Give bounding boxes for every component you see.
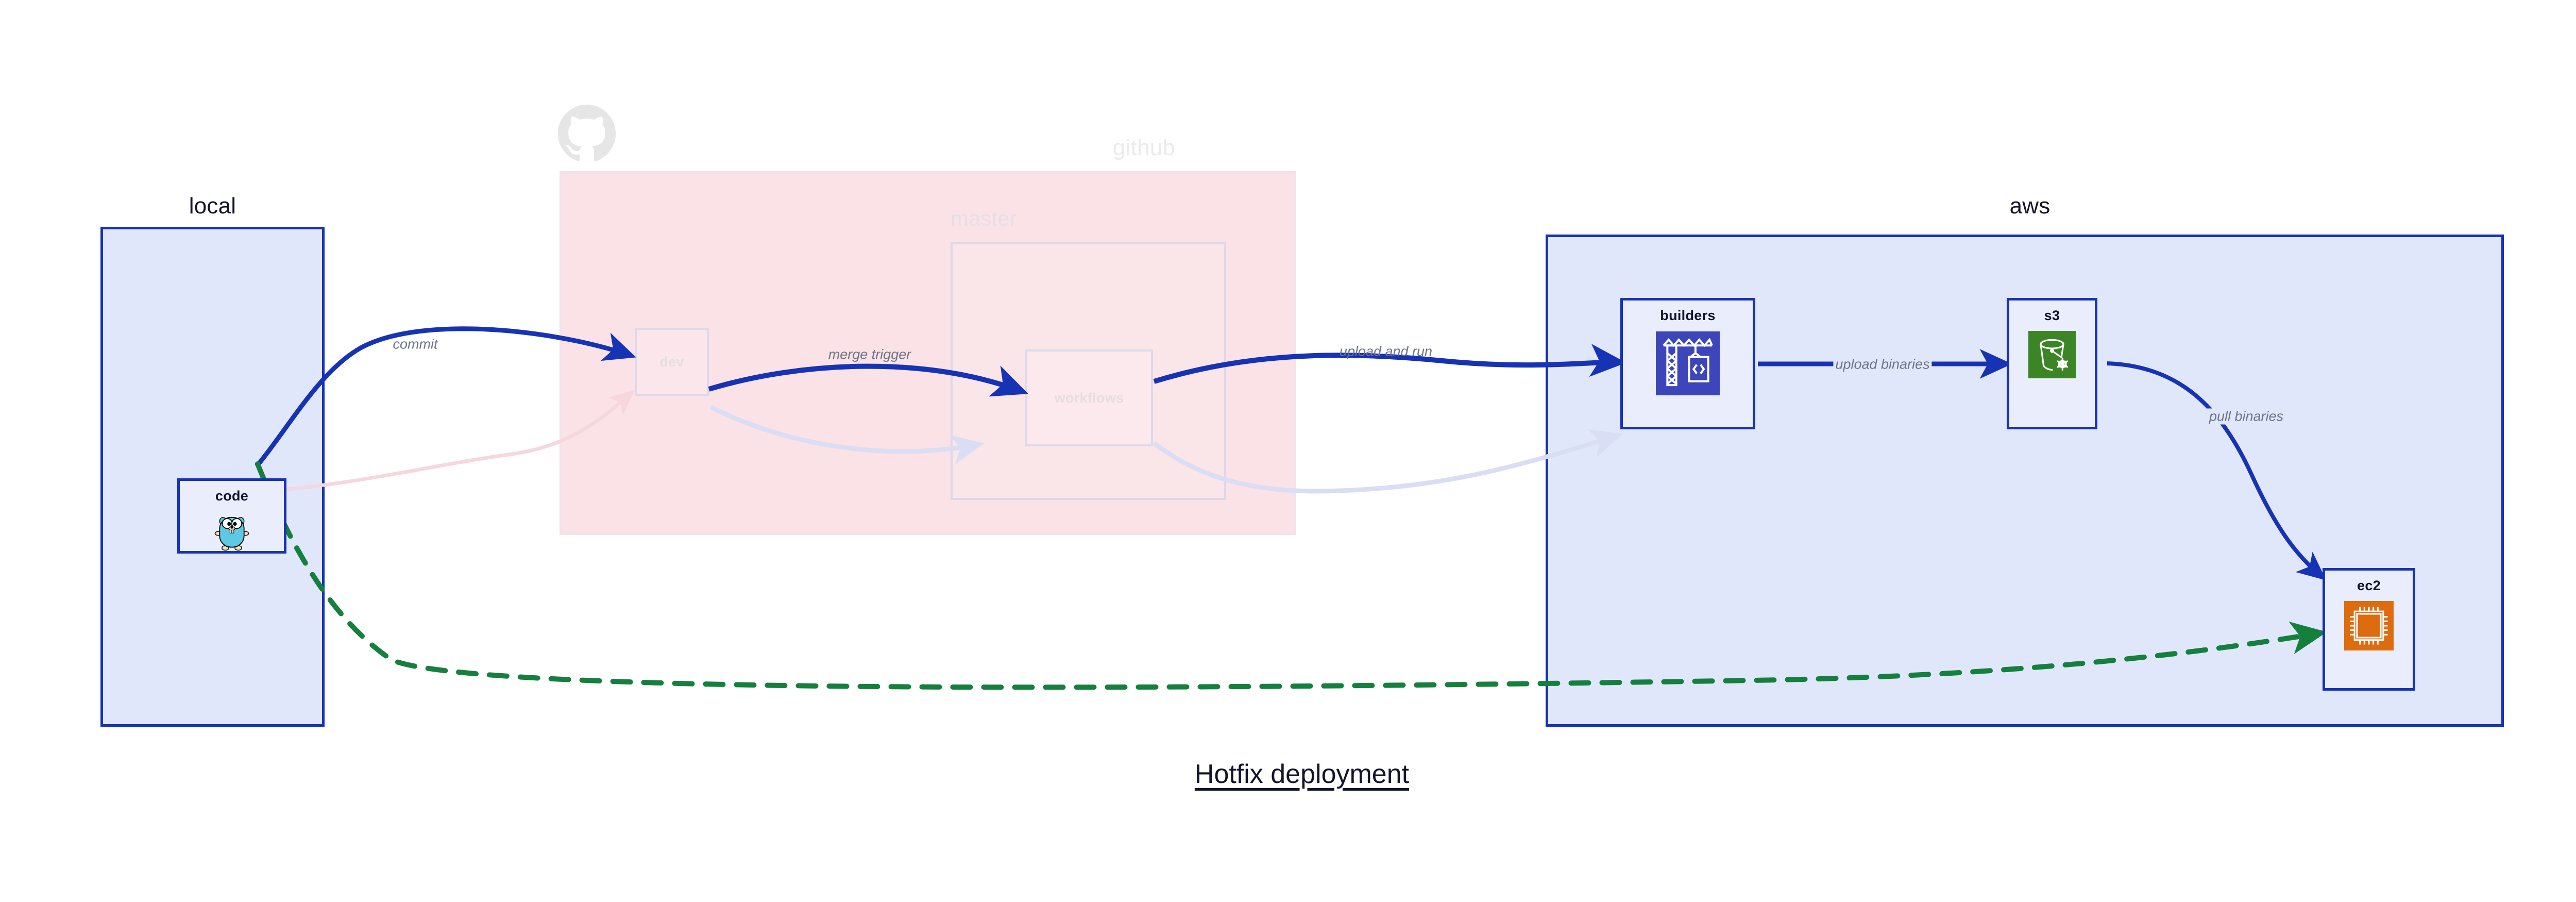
aws-ec2-icon (2344, 601, 2394, 650)
aws-s3-glacier-icon (2028, 331, 2076, 378)
diagram-caption: Hotfix deployment (1194, 759, 1410, 789)
node-dev[interactable]: dev (635, 328, 709, 396)
edge-label-upload-binaries: upload binaries (1833, 356, 1932, 373)
edge-label-pull-binaries: pull binaries (2207, 408, 2286, 425)
node-workflows[interactable]: workflows (1025, 349, 1153, 446)
node-builders[interactable]: builders (1620, 298, 1755, 429)
edge-label-merge-trigger: merge trigger (826, 346, 913, 363)
node-ec2[interactable]: ec2 (2323, 568, 2415, 691)
node-s3[interactable]: s3 (2007, 298, 2097, 429)
node-code-label: code (215, 488, 249, 504)
node-builders-label: builders (1660, 308, 1716, 323)
group-title-aws: aws (2009, 193, 2050, 219)
edge-label-commit: commit (393, 336, 438, 352)
group-title-local: local (189, 193, 236, 219)
subgroup-title-master: master (951, 206, 1017, 230)
go-gopher-icon (214, 516, 249, 551)
aws-codebuild-icon (1656, 331, 1720, 395)
node-code[interactable]: code (177, 478, 286, 554)
node-ec2-label: ec2 (2357, 578, 2381, 593)
node-s3-label: s3 (2044, 308, 2060, 323)
group-local (100, 227, 325, 727)
github-octocat-icon (557, 104, 616, 161)
edge-label-upload-and-run: upload and run (1339, 343, 1433, 359)
group-title-github: github (1113, 135, 1176, 160)
node-workflows-label: workflows (1054, 390, 1124, 406)
node-dev-label: dev (659, 354, 684, 370)
